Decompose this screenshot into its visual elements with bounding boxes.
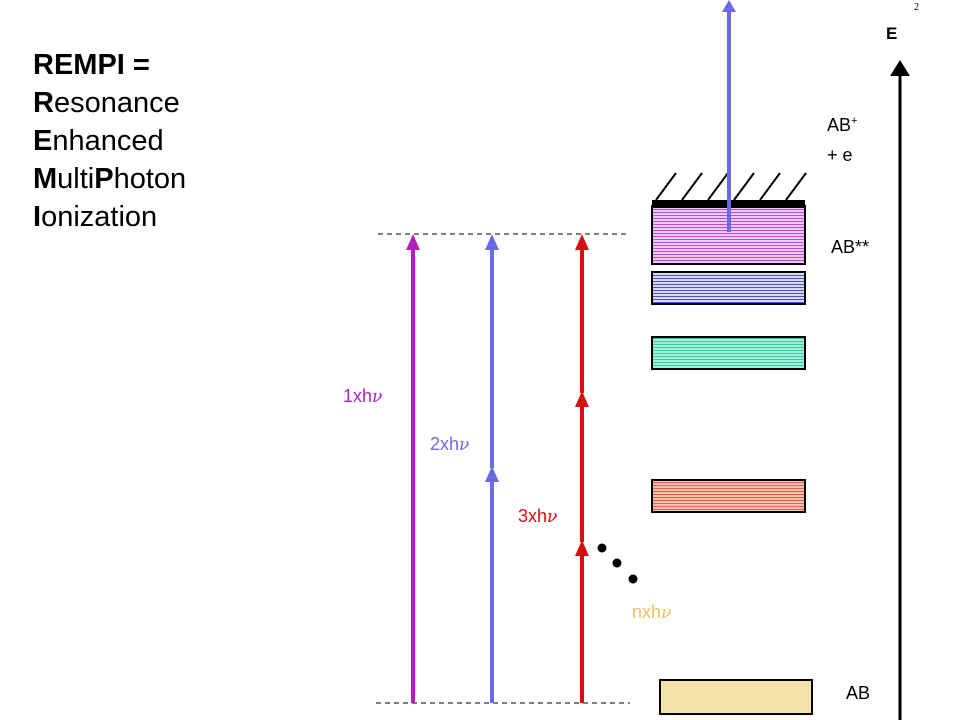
ground-state-label: AB — [846, 683, 871, 703]
two-photon-label: 2xhν — [430, 434, 470, 455]
level-blue — [651, 271, 806, 305]
excited-state-label: AB** — [831, 237, 870, 257]
energy-axis-arrowhead — [890, 60, 910, 76]
two-photon-arrowhead-upper — [485, 234, 499, 250]
three-photon-label: 3xhν — [518, 506, 558, 527]
title-line-3: Enhanced — [33, 125, 164, 157]
ellipsis-dot-3 — [628, 574, 638, 584]
energy-axis-label: E — [886, 24, 898, 43]
n-photon-label: nxhν — [632, 602, 672, 623]
two-photon-arrowhead-lower — [485, 466, 499, 482]
three-photon-arrowhead-3 — [575, 234, 589, 250]
three-photon-arrowhead-2 — [575, 391, 589, 407]
three-photon-arrowhead-1 — [575, 540, 589, 556]
one-photon-arrowhead — [406, 234, 420, 250]
ellipsis-dot-1 — [597, 543, 607, 553]
ellipsis-dot-2 — [612, 558, 622, 568]
title-line-1: REMPI = — [33, 49, 150, 81]
rempi-title: REMPI = Resonance Enhanced MultiPhoton I… — [33, 46, 186, 236]
title-line-4: MultiPhoton — [33, 163, 187, 195]
ion-state-label: AB+ + e — [827, 115, 858, 165]
one-photon-label: 1xhν — [343, 386, 383, 407]
ground-level-ab — [659, 679, 813, 715]
level-red — [651, 479, 806, 513]
slide-number: 2 — [914, 2, 919, 13]
ionizing-arrowhead — [722, 0, 736, 12]
continuum-hatch — [655, 172, 807, 201]
title-line-2: Resonance — [33, 87, 180, 119]
level-cyan — [651, 336, 806, 370]
title-line-5: Ionization — [33, 201, 158, 233]
